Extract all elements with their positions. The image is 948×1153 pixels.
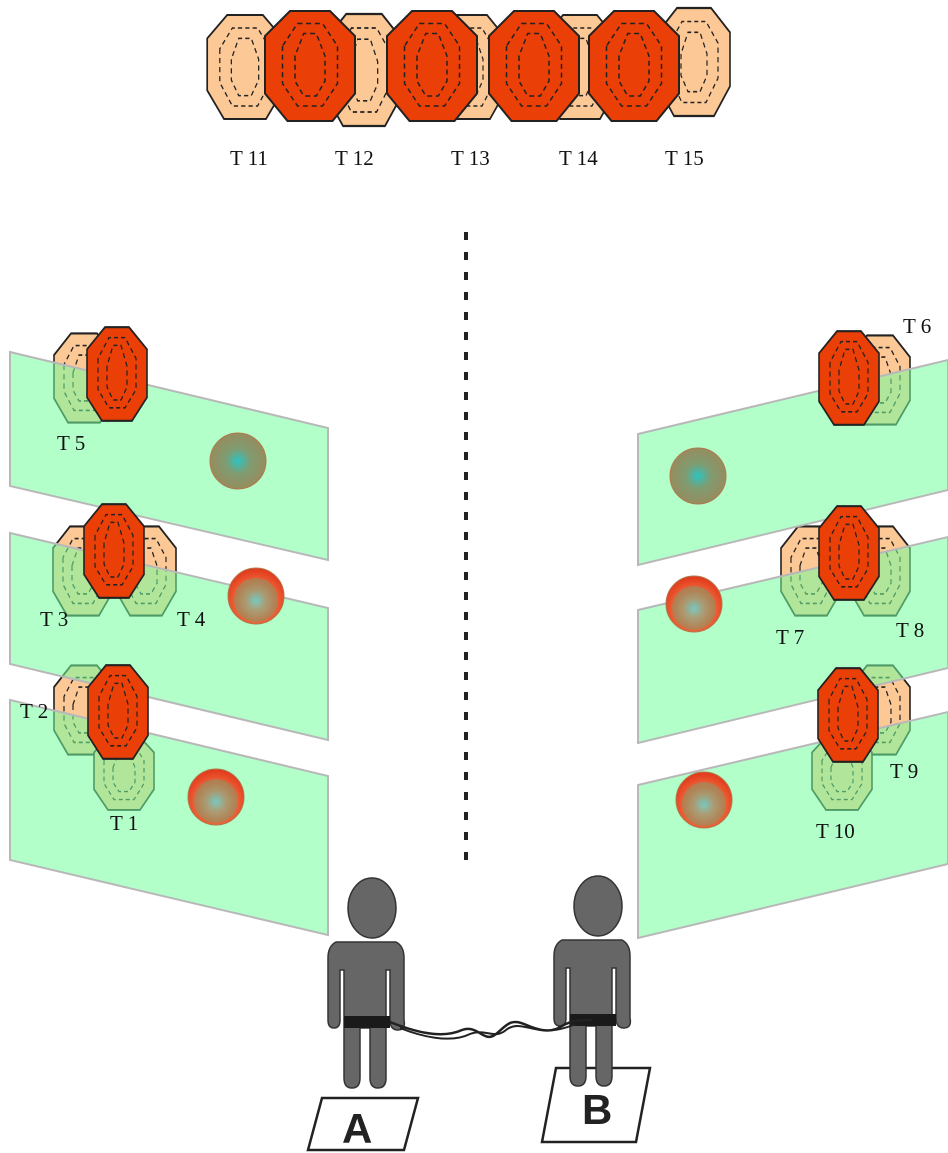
- person-a: [327, 877, 406, 1089]
- left-targets-front: [82, 326, 150, 760]
- left-panel-middle: [9, 531, 329, 742]
- label-t1: T 1: [110, 811, 138, 835]
- label-t13: T 13: [451, 146, 490, 170]
- label-t11: T 11: [230, 146, 268, 170]
- connecting-cord: [389, 1018, 593, 1038]
- right-panel-bottom: [637, 710, 948, 940]
- station-box-b: [540, 1066, 652, 1144]
- label-t10: T 10: [816, 819, 855, 843]
- label-t12: T 12: [335, 146, 374, 170]
- label-t6: T 6: [903, 314, 931, 338]
- label-t5: T 5: [57, 431, 85, 455]
- label-t2: T 2: [20, 699, 48, 723]
- label-t15: T 15: [665, 146, 704, 170]
- station-box-a: [306, 1096, 420, 1152]
- station-label-b: B: [582, 1086, 612, 1133]
- person-b: [553, 875, 632, 1087]
- cord-inner: [399, 1023, 577, 1040]
- top-target-row: [206, 6, 732, 128]
- left-ball-bottom-shade: [194, 779, 238, 823]
- right-ball-top: [669, 447, 727, 505]
- left-ball-top: [209, 432, 267, 490]
- label-t4: T 4: [177, 607, 206, 631]
- label-t3: T 3: [40, 607, 68, 631]
- right-ball-bottom-shade: [682, 782, 726, 826]
- left-ball-middle-shade: [234, 578, 278, 622]
- left-panel-bottom: [9, 698, 329, 937]
- station-label-a: A: [342, 1105, 372, 1152]
- left-panel-top: [9, 350, 329, 562]
- label-t7: T 7: [776, 625, 804, 649]
- label-t14: T 14: [559, 146, 598, 170]
- right-ball-middle-shade: [672, 586, 716, 630]
- label-t8: T 8: [896, 618, 924, 642]
- label-t9: T 9: [890, 759, 918, 783]
- right-targets-front: [816, 330, 881, 763]
